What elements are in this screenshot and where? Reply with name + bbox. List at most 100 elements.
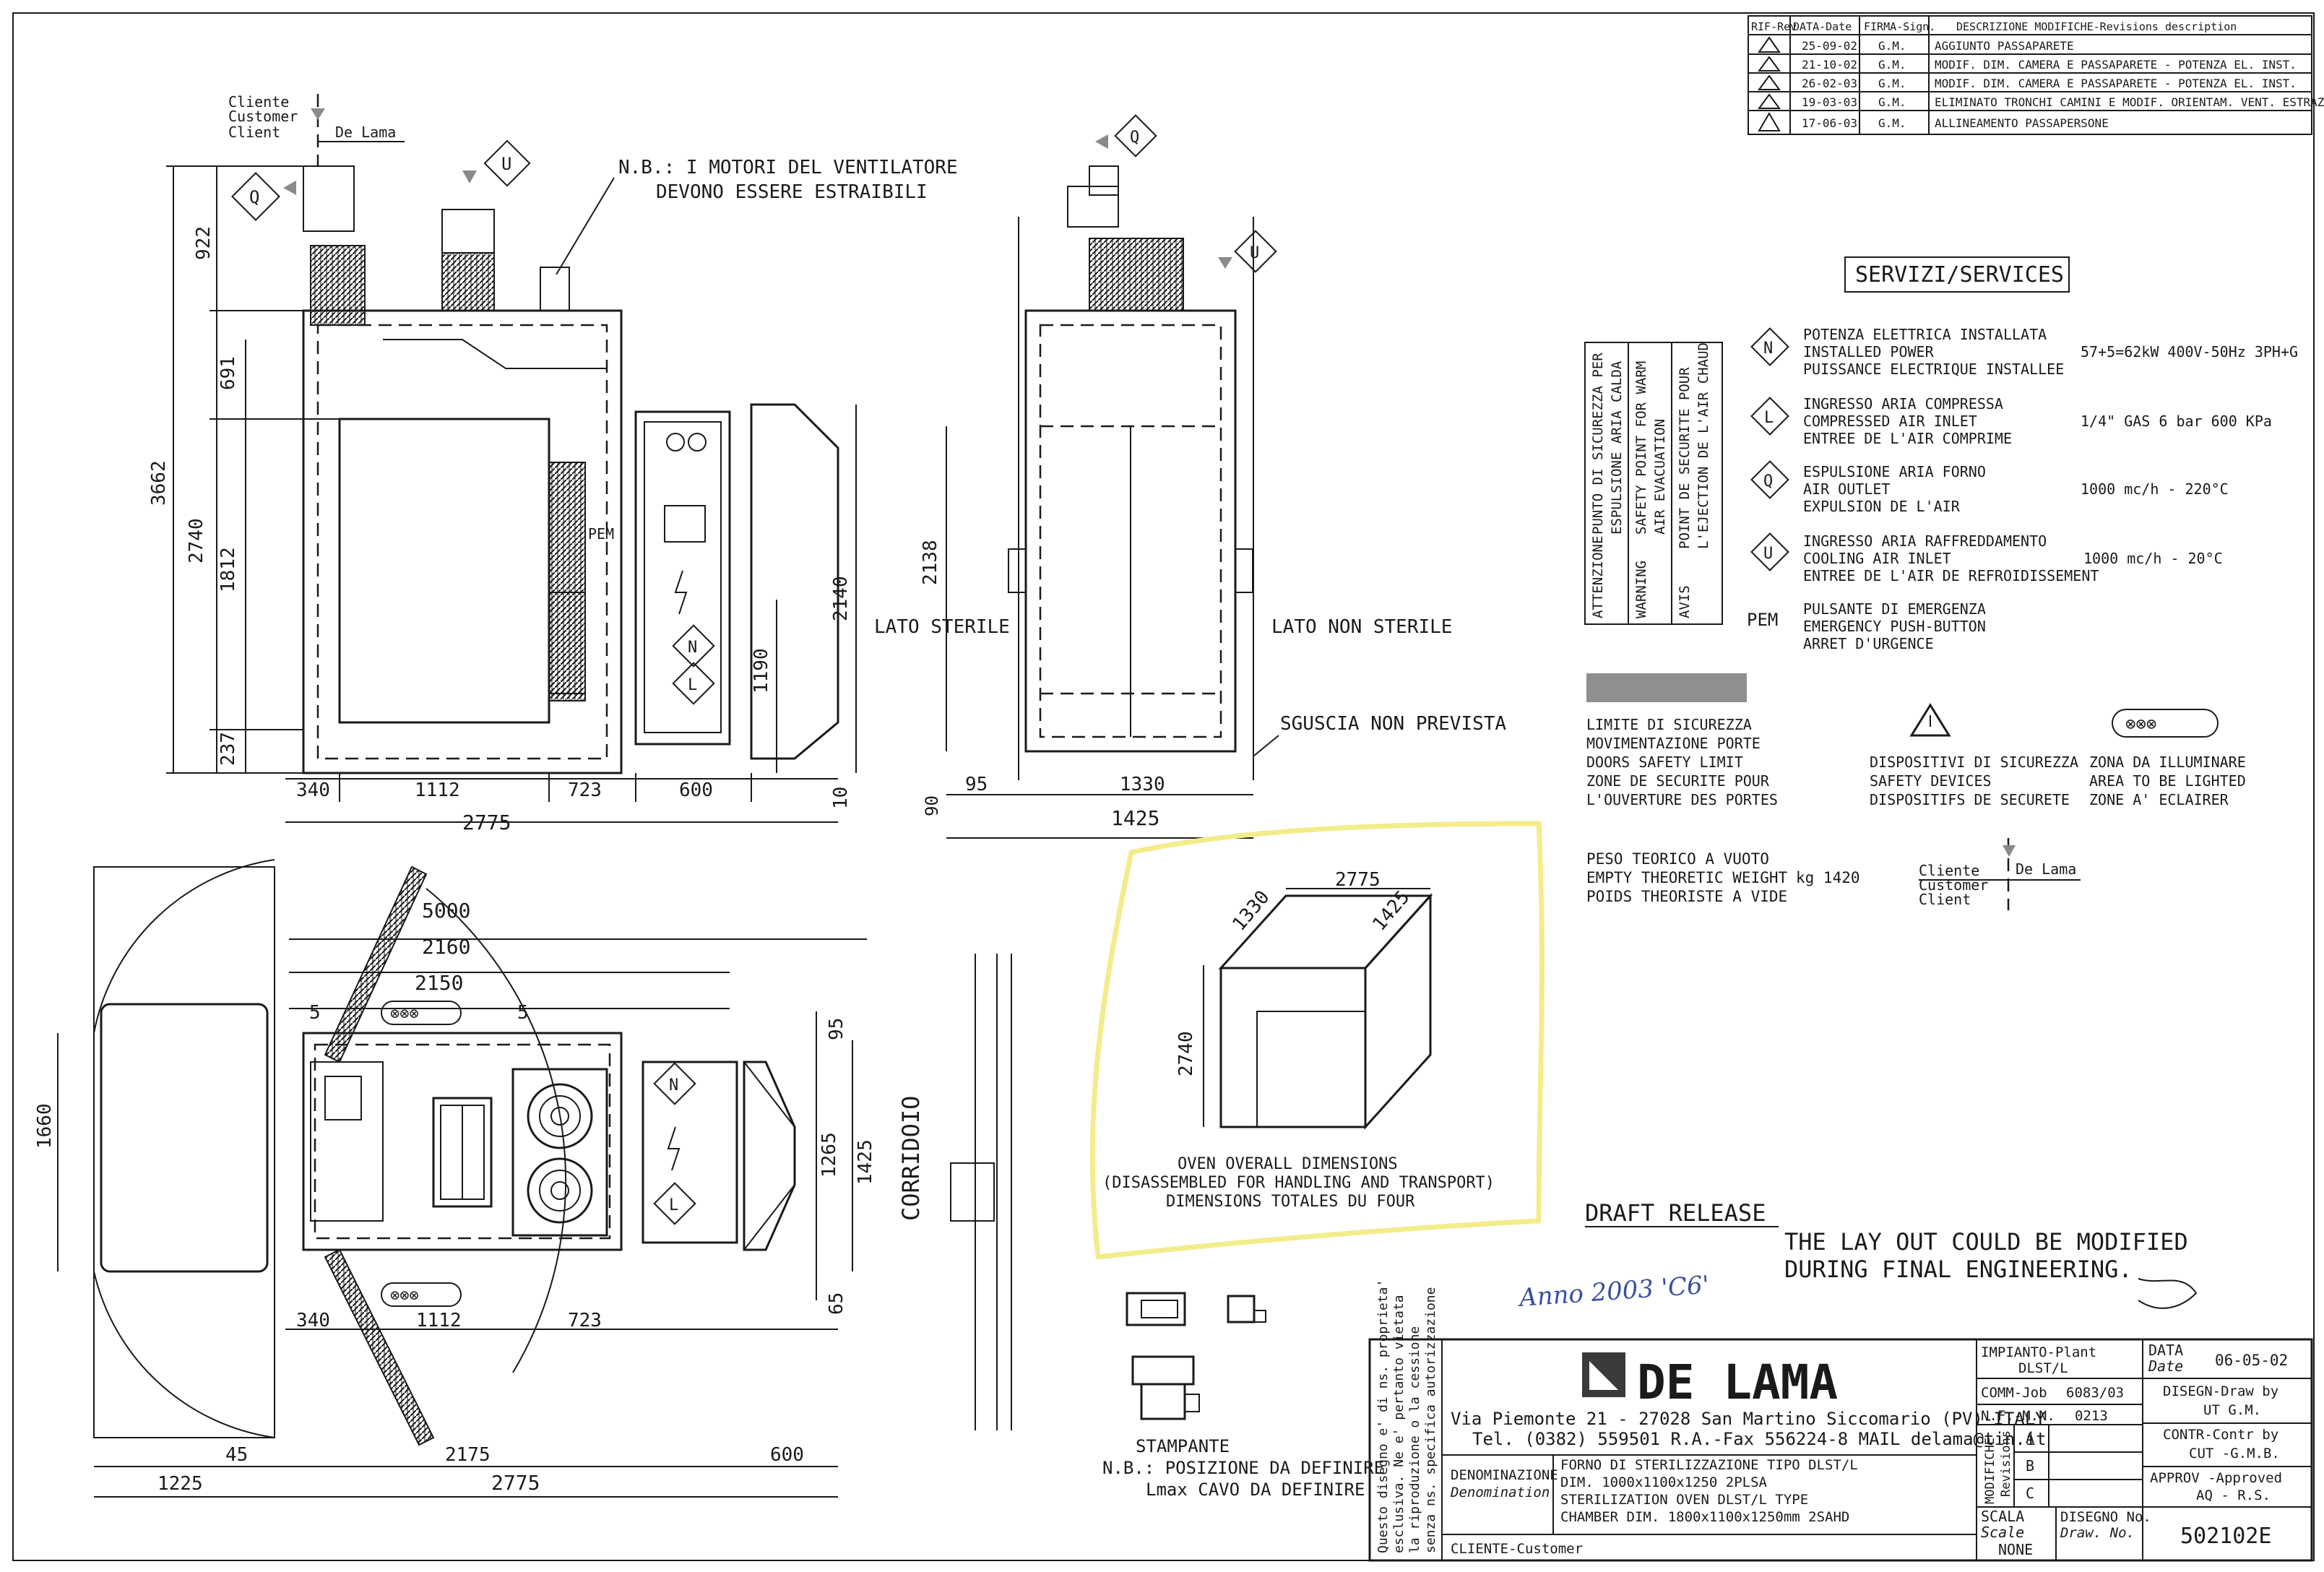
svg-text:NONE: NONE xyxy=(1998,1541,2033,1558)
service-item: Q ESPULSIONE ARIA FORNO AIR OUTLET EXPUL… xyxy=(1750,460,2229,515)
svg-text:1/4" GAS 6 bar 600 KPa: 1/4" GAS 6 bar 600 KPa xyxy=(2081,413,2272,430)
svg-text:PESO TEORICO A VUOTO: PESO TEORICO A VUOTO xyxy=(1586,850,1769,868)
svg-text:Revisions: Revisions xyxy=(1999,1430,2013,1497)
marker-n-front: N xyxy=(672,624,715,668)
draft-release: DRAFT RELEASE THE LAY OUT COULD BE MODIF… xyxy=(1516,1199,2198,1313)
svg-text:340: 340 xyxy=(296,779,330,801)
svg-text:ESPULSIONE ARIA FORNO: ESPULSIONE ARIA FORNO xyxy=(1803,463,1986,480)
svg-text:2160: 2160 xyxy=(422,935,470,959)
svg-text:AQ - R.S.: AQ - R.S. xyxy=(2196,1487,2271,1503)
svg-text:SERVIZI/SERVICES: SERVIZI/SERVICES xyxy=(1855,262,2064,288)
services-panel: SERVIZI/SERVICES ATTENZIONE PUNTO DI SIC… xyxy=(1584,256,2298,652)
svg-text:L'OUVERTURE DES PORTES: L'OUVERTURE DES PORTES xyxy=(1586,791,1778,808)
revision-table: RIF-Rev DATA-Date FIRMA-Sign. DESCRIZION… xyxy=(1748,15,2324,135)
diamond-icon xyxy=(672,662,715,705)
warning-triangle-icon xyxy=(1909,703,1951,737)
svg-text:PEM: PEM xyxy=(588,525,614,543)
svg-text:G.M.: G.M. xyxy=(1878,95,1906,109)
marker-l-front: L xyxy=(672,662,715,705)
svg-text:LATO STERILE: LATO STERILE xyxy=(874,616,1010,638)
client-label-top: Cliente Customer Client De Lama xyxy=(228,93,405,166)
svg-text:G.M.: G.M. xyxy=(1878,116,1906,130)
svg-text:DISPOSITIFS DE SECURETE: DISPOSITIFS DE SECURETE xyxy=(1870,791,2070,808)
svg-text:LIMITE DI SICUREZZA: LIMITE DI SICUREZZA xyxy=(1586,716,1752,733)
revision-triangle-icon xyxy=(1758,93,1781,109)
svg-text:A: A xyxy=(2026,1430,2034,1447)
service-item: L INGRESSO ARIA COMPRESSA COMPRESSED AIR… xyxy=(1750,395,2272,447)
svg-text:PEM: PEM xyxy=(1747,610,1778,630)
svg-text:Q: Q xyxy=(249,187,259,207)
svg-text:ZONA DA ILLUMINARE: ZONA DA ILLUMINARE xyxy=(2089,753,2246,771)
svg-text:(DISASSEMBLED FOR HANDLING AND: (DISASSEMBLED FOR HANDLING AND TRANSPORT… xyxy=(1102,1174,1495,1192)
svg-text:1330: 1330 xyxy=(1120,774,1165,795)
client-label-right: Cliente Customer Client De Lama xyxy=(1919,838,2081,910)
rev-header-desc: DESCRIZIONE MODIFICHE-Revisions descript… xyxy=(1956,20,2237,33)
lightning-icon xyxy=(667,1126,681,1171)
svg-text:0213: 0213 xyxy=(2075,1408,2108,1424)
svg-text:1425: 1425 xyxy=(1111,806,1159,830)
diamond-icon xyxy=(1234,230,1277,273)
svg-text:MODIFICHE: MODIFICHE xyxy=(1983,1438,1997,1504)
svg-text:U: U xyxy=(1763,545,1773,563)
svg-text:CHAMBER DIM. 1800x1100x1250mm: CHAMBER DIM. 1800x1100x1250mm 2SAHD xyxy=(1560,1509,1849,1525)
svg-text:COMPRESSED AIR INLET: COMPRESSED AIR INLET xyxy=(1803,413,1977,430)
marker-q-side: Q xyxy=(1095,114,1157,157)
plan-view: 5000 2160 2150 5 5 ⊗⊗⊗ 95 N xyxy=(34,859,1012,1498)
svg-text:723: 723 xyxy=(568,779,602,801)
svg-text:N.B.: I MOTORI DEL VENTILATORE: N.B.: I MOTORI DEL VENTILATORE xyxy=(618,157,958,178)
svg-text:DIMENSIONS TOTALES DU FOUR: DIMENSIONS TOTALES DU FOUR xyxy=(1166,1193,1415,1211)
light-zone-icon xyxy=(381,1282,462,1307)
svg-text:ELIMINATO TRONCHI CAMINI E MOD: ELIMINATO TRONCHI CAMINI E MODIF. ORIENT… xyxy=(1935,95,2324,109)
svg-text:ESPULSIONE ARIA CALDA: ESPULSIONE ARIA CALDA xyxy=(1609,360,1625,535)
svg-text:G.M.: G.M. xyxy=(1878,58,1906,72)
svg-text:senza ns. specifica autorizzaz: senza ns. specifica autorizzazione xyxy=(1423,1287,1438,1553)
warning-box: ATTENZIONE PUNTO DI SICUREZZA PER ESPULS… xyxy=(1584,342,1723,625)
svg-text:95: 95 xyxy=(965,774,988,795)
svg-text:65: 65 xyxy=(826,1292,847,1315)
revision-triangle-icon xyxy=(1758,112,1781,131)
svg-text:Draw. No.: Draw. No. xyxy=(2060,1525,2135,1541)
svg-text:SAFETY POINT FOR WARM: SAFETY POINT FOR WARM xyxy=(1633,361,1649,535)
svg-text:17-06-03: 17-06-03 xyxy=(1802,116,1857,130)
svg-text:L: L xyxy=(1764,409,1774,427)
svg-text:ARRET D'URGENCE: ARRET D'URGENCE xyxy=(1803,635,1934,652)
svg-text:FORNO DI STERILIZZAZIONE TIPO: FORNO DI STERILIZZAZIONE TIPO DLST/L xyxy=(1560,1457,1858,1473)
svg-text:COOLING AIR INLET: COOLING AIR INLET xyxy=(1803,550,1951,567)
diamond-icon xyxy=(1750,532,1789,571)
front-view: Q U PEM N L xyxy=(148,139,857,834)
svg-text:ATTENZIONE: ATTENZIONE xyxy=(1590,536,1606,618)
svg-text:Lmax CAVO DA DEFINIRE: Lmax CAVO DA DEFINIRE xyxy=(1146,1480,1365,1500)
safety-limit-swatch xyxy=(1586,673,1747,702)
svg-text:2775: 2775 xyxy=(462,811,511,834)
revision-triangle-icon xyxy=(1758,36,1781,53)
svg-text:AIR EVACUATION: AIR EVACUATION xyxy=(1652,419,1668,535)
svg-text:1265: 1265 xyxy=(818,1132,840,1178)
svg-text:CORRIDOIO: CORRIDOIO xyxy=(897,1096,925,1221)
svg-text:2740: 2740 xyxy=(186,518,207,563)
svg-text:kg 1420: kg 1420 xyxy=(1796,869,1860,886)
svg-text:MOVIMENTAZIONE PORTE: MOVIMENTAZIONE PORTE xyxy=(1586,735,1761,752)
sheet-border xyxy=(12,12,2315,1561)
marker-n-plan: N xyxy=(653,1062,696,1105)
marker-q-front: Q xyxy=(231,172,296,221)
svg-text:2138: 2138 xyxy=(920,540,941,585)
svg-text:De Lama: De Lama xyxy=(335,124,396,141)
svg-text:723: 723 xyxy=(568,1310,602,1331)
svg-text:2775: 2775 xyxy=(491,1471,540,1495)
svg-text:INGRESSO ARIA RAFFREDDAMENTO: INGRESSO ARIA RAFFREDDAMENTO xyxy=(1803,532,2047,550)
svg-text:COMM-Job: COMM-Job xyxy=(1981,1385,2047,1401)
svg-text:26-02-03: 26-02-03 xyxy=(1802,77,1857,90)
svg-text:SAFETY DEVICES: SAFETY DEVICES xyxy=(1870,772,1992,790)
zone-marker-top: ⊗⊗⊗ xyxy=(381,1001,462,1025)
arrow-down-icon xyxy=(1218,257,1232,269)
svg-text:DRAFT RELEASE: DRAFT RELEASE xyxy=(1585,1199,1766,1227)
svg-text:Denomination: Denomination xyxy=(1450,1485,1550,1500)
marker-u-side: U xyxy=(1218,230,1277,273)
svg-text:N: N xyxy=(1763,340,1773,358)
client-arrow-icon xyxy=(2003,845,2016,857)
svg-text:esclusiva. Ne e' pertanto viet: esclusiva. Ne e' pertanto vietata xyxy=(1391,1295,1407,1553)
signature-scribble xyxy=(2138,1278,2198,1309)
title-block: Questo disegno e' di ns. proprieta' escl… xyxy=(1368,1279,2313,1562)
svg-text:MODIF. DIM. CAMERA E PASSAPARE: MODIF. DIM. CAMERA E PASSAPARETE - POTEN… xyxy=(1935,58,2297,72)
svg-text:POINT DE SECURITE POUR: POINT DE SECURITE POUR xyxy=(1677,367,1693,549)
